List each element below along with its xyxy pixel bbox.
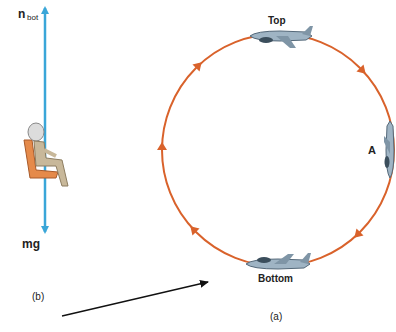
vector-label: mg bbox=[22, 238, 40, 250]
jet-a bbox=[384, 121, 394, 178]
position-label: A bbox=[368, 145, 376, 156]
pointer-arrow bbox=[62, 282, 208, 316]
position-label: Bottom bbox=[258, 274, 293, 284]
jet-bottom bbox=[246, 253, 311, 269]
loop-path bbox=[162, 34, 394, 266]
pilot-figure bbox=[24, 123, 68, 186]
position-label: Top bbox=[268, 16, 286, 26]
vector-subscript: bot bbox=[27, 14, 38, 22]
vector-label: n bbox=[18, 8, 25, 20]
jet-top bbox=[250, 26, 313, 48]
panel-label: (a) bbox=[270, 312, 282, 322]
panel-label: (b) bbox=[32, 292, 44, 302]
direction-arrows bbox=[157, 59, 369, 241]
normal-force-vector bbox=[44, 8, 47, 150]
